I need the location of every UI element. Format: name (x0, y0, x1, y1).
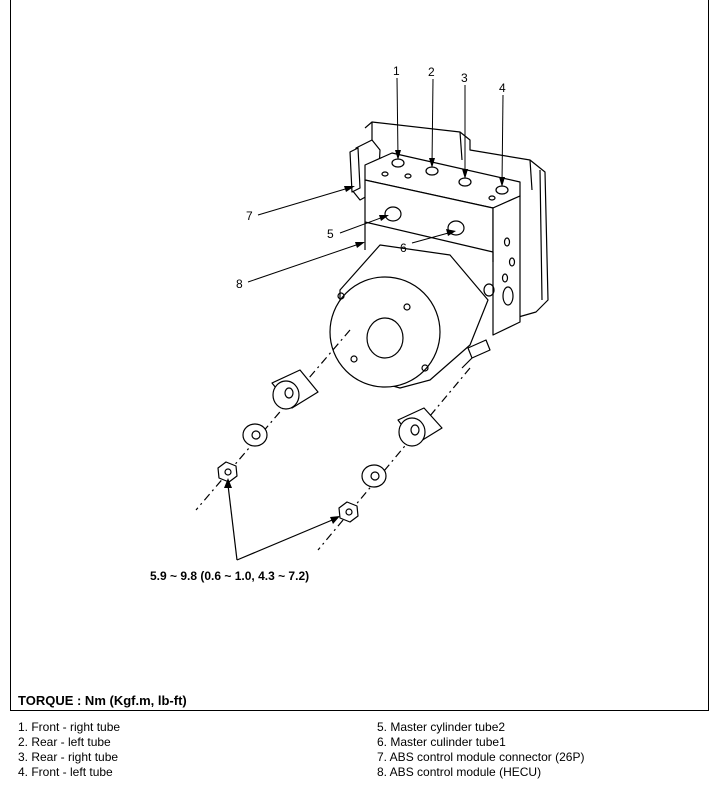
mount-stud (461, 339, 491, 369)
leader-6 (411, 231, 453, 244)
side-hole (502, 286, 514, 306)
arrowhead-8 (355, 242, 365, 248)
side-hole (501, 273, 509, 283)
leader-5 (339, 215, 387, 234)
motor-center (366, 317, 404, 359)
arrowhead-6 (446, 229, 456, 236)
small-hole (381, 171, 389, 177)
legend-right: 5. Master cylinder tube2 6. Master culin… (377, 720, 584, 780)
side-hole (503, 237, 511, 247)
nut-left (217, 461, 238, 483)
small-hole (404, 173, 412, 179)
motor-screw (403, 303, 411, 311)
motor-screw (421, 364, 429, 372)
motor-screw (350, 355, 358, 363)
module-lower-body (364, 222, 494, 262)
legend-item: 6. Master culinder tube1 (377, 735, 506, 749)
side-hole (508, 257, 516, 267)
assembly-axis (317, 367, 471, 551)
grommet-right (397, 407, 443, 447)
callout-3: 3 (461, 71, 468, 85)
legend-item: 5. Master cylinder tube2 (377, 720, 506, 734)
legend-item: 3. Rear - right tube (18, 750, 119, 764)
washer-left (242, 423, 268, 447)
washer-right (361, 464, 387, 488)
callout-2: 2 (428, 65, 435, 79)
leader-2 (431, 78, 434, 166)
arrowhead-1 (395, 150, 401, 160)
legend-item: 4. Front - left tube (18, 765, 113, 779)
arrowhead-7 (344, 186, 355, 192)
torque-arrowhead-left (224, 478, 232, 488)
callout-4: 4 (499, 81, 506, 95)
legend-left: 1. Front - right tube 2. Rear - left tub… (18, 720, 120, 780)
callout-8: 8 (236, 277, 243, 291)
torque-arrow-right (236, 517, 338, 561)
callout-5: 5 (327, 227, 334, 241)
connector-plug (349, 147, 361, 193)
legend-item: 7. ABS control module connector (26P) (377, 750, 585, 764)
arrowhead-2 (429, 158, 435, 168)
torque-arrow-left (227, 484, 238, 561)
legend-item: 8. ABS control module (HECU) (377, 765, 542, 779)
leader-4 (501, 94, 504, 185)
callout-6: 6 (400, 241, 407, 255)
arrowhead-3 (462, 169, 468, 179)
arrowhead-4 (499, 177, 505, 187)
assembly-axis (195, 329, 351, 511)
callout-7: 7 (246, 209, 253, 223)
callout-1: 1 (393, 64, 400, 78)
torque-title: TORQUE : Nm (Kgf.m, lb-ft) (18, 693, 187, 708)
nut-right (338, 501, 359, 523)
leader-7 (257, 186, 353, 216)
motor-screw (337, 292, 345, 300)
mount-stud-hole (483, 283, 495, 297)
leader-8 (247, 242, 363, 283)
port-1 (391, 158, 405, 168)
port-4 (495, 185, 509, 195)
port-5 (384, 206, 402, 222)
legend-item: 2. Rear - left tube (18, 735, 111, 749)
valve-block-right (492, 195, 521, 336)
legend-item: 1. Front - right tube (18, 720, 121, 734)
grommet-left (271, 369, 319, 410)
port-2 (425, 166, 439, 176)
torque-arrowhead-right (330, 516, 340, 524)
arrowhead-5 (379, 215, 389, 221)
torque-spec-label: 5.9 ~ 9.8 (0.6 ~ 1.0, 4.3 ~ 7.2) (150, 569, 309, 583)
diagram-frame (10, 0, 709, 711)
leader-1 (396, 77, 399, 158)
port-3 (458, 177, 472, 187)
small-hole (488, 195, 496, 201)
